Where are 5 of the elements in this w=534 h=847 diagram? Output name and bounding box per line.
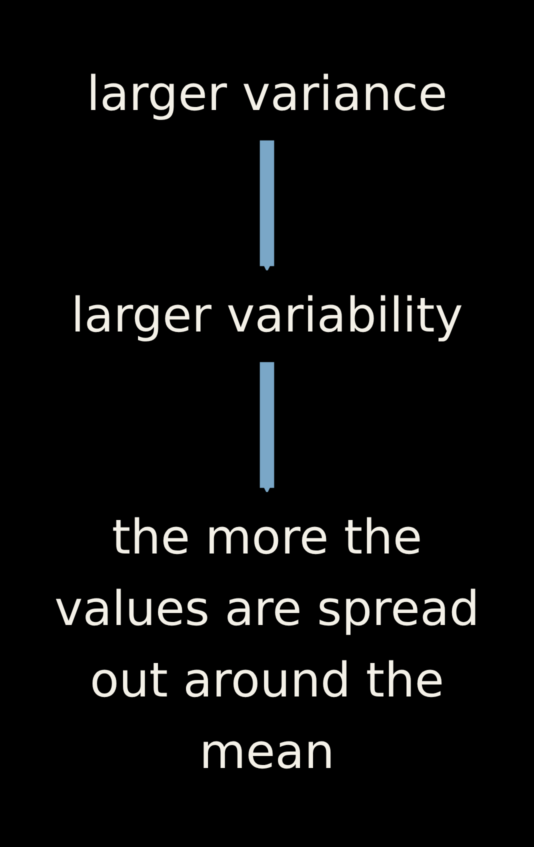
arrow [260, 140, 274, 272]
node-text: larger variance [86, 67, 448, 122]
arrow [260, 362, 274, 494]
node-text: the more the values are spread out around the mean [54, 510, 480, 780]
node-text: larger variability [70, 288, 464, 344]
